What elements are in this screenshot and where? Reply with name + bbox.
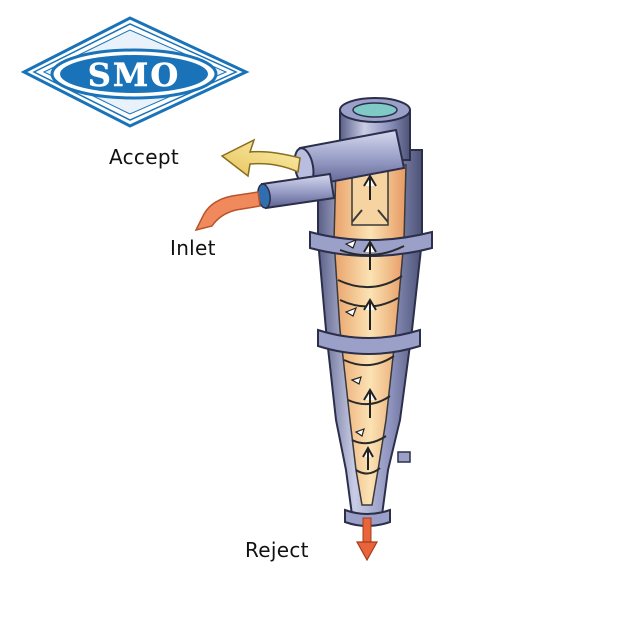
svg-text:SMO: SMO — [88, 56, 180, 94]
cyclone-body — [309, 97, 433, 527]
accept-arrow — [220, 138, 301, 178]
reject-label: Reject — [245, 538, 309, 562]
accept-label: Accept — [109, 145, 179, 169]
inlet-arrow — [194, 191, 261, 232]
inlet-pipe — [257, 172, 336, 210]
inlet-label: Inlet — [170, 236, 216, 260]
accept-pipe — [293, 128, 406, 188]
reject-arrow — [355, 517, 379, 562]
smo-logo: SMO — [20, 16, 250, 128]
